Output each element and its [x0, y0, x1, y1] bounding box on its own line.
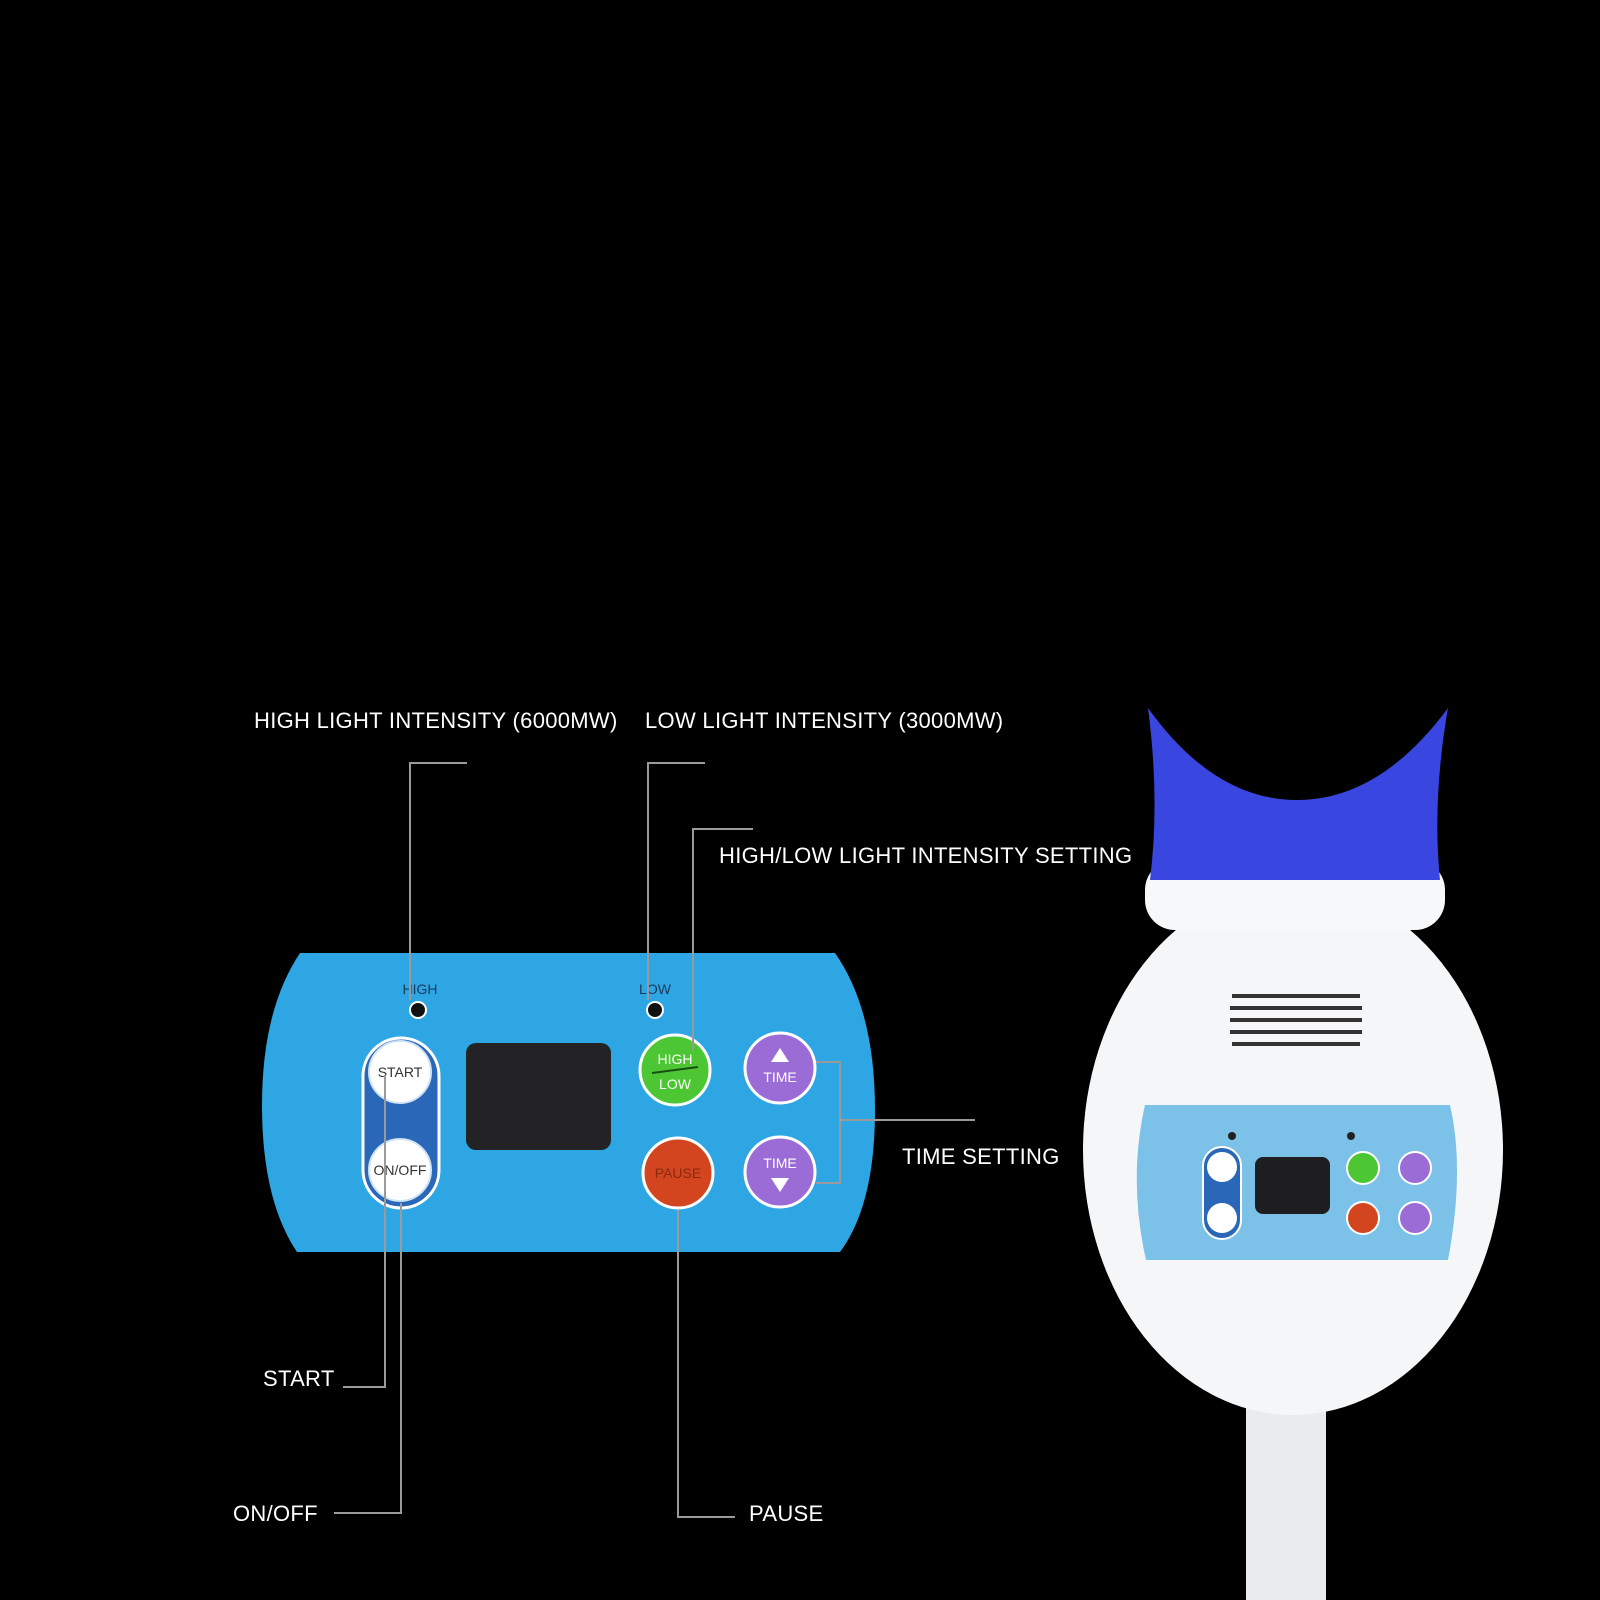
low-indicator-led [646, 1001, 664, 1019]
start-button-label: START [378, 1064, 423, 1080]
high-low-bottom-label: LOW [659, 1076, 692, 1092]
callout-start: START [263, 1366, 335, 1391]
leader-pause [677, 1210, 735, 1518]
pause-button[interactable] [641, 1136, 715, 1210]
leader-lines [334, 762, 975, 1518]
device-mini-high-led [1228, 1132, 1236, 1140]
callout-on-off: ON/OFF [233, 1501, 318, 1526]
leader-on-off [334, 1203, 402, 1514]
leader-high-low [692, 828, 753, 1050]
device-mouth-cup [1148, 708, 1448, 880]
time-up-label: TIME [763, 1069, 796, 1085]
device-mini-time-down [1398, 1201, 1432, 1235]
down-arrow-icon [771, 1178, 789, 1192]
device-mini-pause [1346, 1201, 1380, 1235]
device-mini-display [1255, 1157, 1330, 1214]
low-indicator-label: LOW [639, 981, 672, 997]
callout-time-setting: TIME SETTING [902, 1144, 1060, 1169]
device-vent [1230, 994, 1362, 1046]
time-down-button[interactable] [743, 1135, 817, 1209]
device-mini-high-low [1346, 1151, 1380, 1185]
time-up-button[interactable] [743, 1031, 817, 1105]
callout-high-intensity: HIGH LIGHT INTENSITY (6000MW) [254, 708, 618, 733]
high-indicator-label: HIGH [403, 981, 438, 997]
leader-start [343, 1075, 386, 1388]
up-arrow-icon [771, 1048, 789, 1062]
on-off-button-label: ON/OFF [374, 1162, 427, 1178]
time-down-label: TIME [763, 1155, 796, 1171]
callout-low-intensity: LOW LIGHT INTENSITY (3000MW) [645, 708, 1004, 733]
device-mini-low-led [1347, 1132, 1355, 1140]
high-indicator-led [409, 1001, 427, 1019]
device-mini-time-up [1398, 1151, 1432, 1185]
device-mini-start [1207, 1152, 1237, 1182]
whitening-lamp-device [1083, 708, 1503, 1600]
display-screen [466, 1043, 611, 1150]
leader-low [647, 762, 705, 1000]
callout-high-low-setting: HIGH/LOW LIGHT INTENSITY SETTING [719, 843, 1133, 868]
high-low-divider [651, 1066, 699, 1074]
pause-button-label: PAUSE [655, 1165, 701, 1181]
callout-pause: PAUSE [749, 1501, 824, 1526]
high-low-top-label: HIGH [658, 1051, 693, 1067]
device-mini-on-off [1207, 1203, 1237, 1233]
leader-high [409, 762, 467, 1000]
leader-time [816, 1061, 841, 1184]
